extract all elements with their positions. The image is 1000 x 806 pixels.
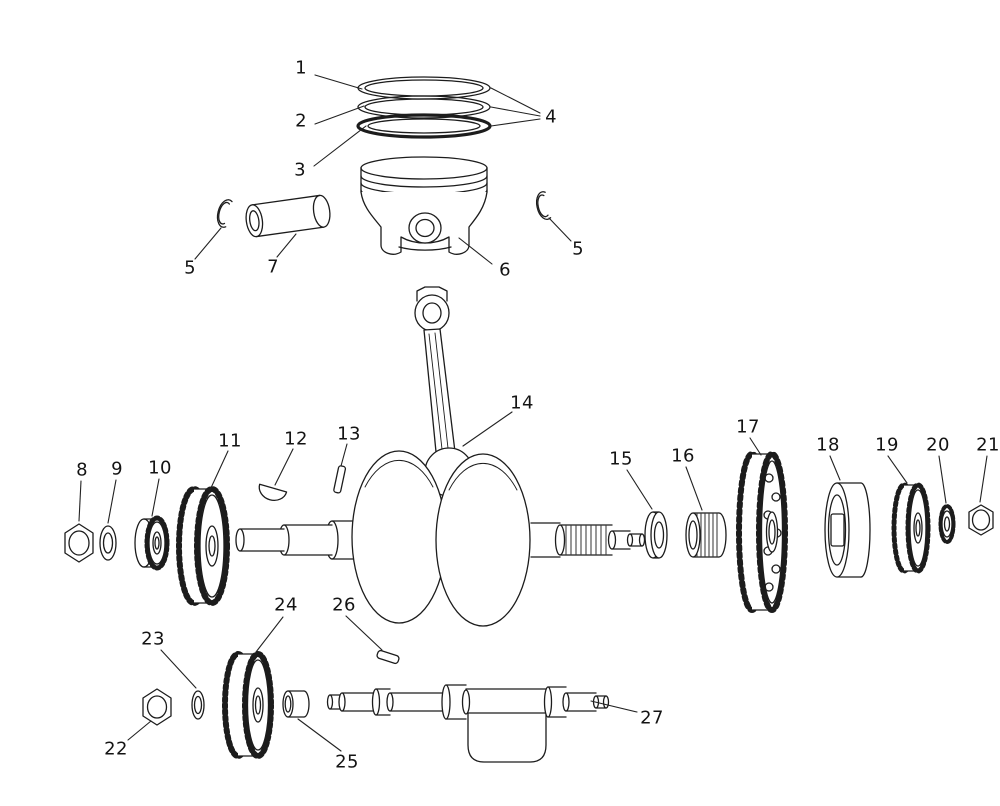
part-nut-21 bbox=[968, 504, 994, 536]
leader-lines bbox=[78, 74, 988, 752]
part-sprocket-17 bbox=[736, 451, 788, 613]
part-oil-ring bbox=[356, 113, 492, 139]
part-washer-23 bbox=[191, 690, 205, 720]
part-circlip-left bbox=[216, 199, 233, 228]
part-primary-gear-11 bbox=[176, 486, 230, 606]
spline-hatching bbox=[565, 525, 607, 555]
part-balancer-shaft-27 bbox=[326, 684, 610, 763]
part-key-26 bbox=[376, 649, 400, 665]
part-gear-19 bbox=[891, 482, 931, 574]
part-piston bbox=[360, 156, 488, 255]
part-gear-10 bbox=[134, 515, 170, 571]
part-circlip-right bbox=[536, 191, 552, 220]
part-nut-22 bbox=[142, 688, 172, 726]
part-washer-15 bbox=[644, 511, 668, 559]
part-lock-washer-20 bbox=[938, 504, 956, 544]
part-needle-bearing-16 bbox=[685, 512, 727, 558]
part-crankshaft bbox=[235, 286, 646, 627]
part-balancer-gear-24 bbox=[222, 651, 274, 759]
part-piston-pin bbox=[245, 194, 331, 238]
part-bushing-25 bbox=[282, 690, 310, 718]
part-drive-drum-18 bbox=[824, 482, 871, 578]
part-nut-8 bbox=[64, 523, 94, 563]
part-washer-9 bbox=[99, 525, 117, 561]
part-woodruff-key-12 bbox=[258, 483, 288, 501]
part-key-13 bbox=[333, 465, 347, 494]
